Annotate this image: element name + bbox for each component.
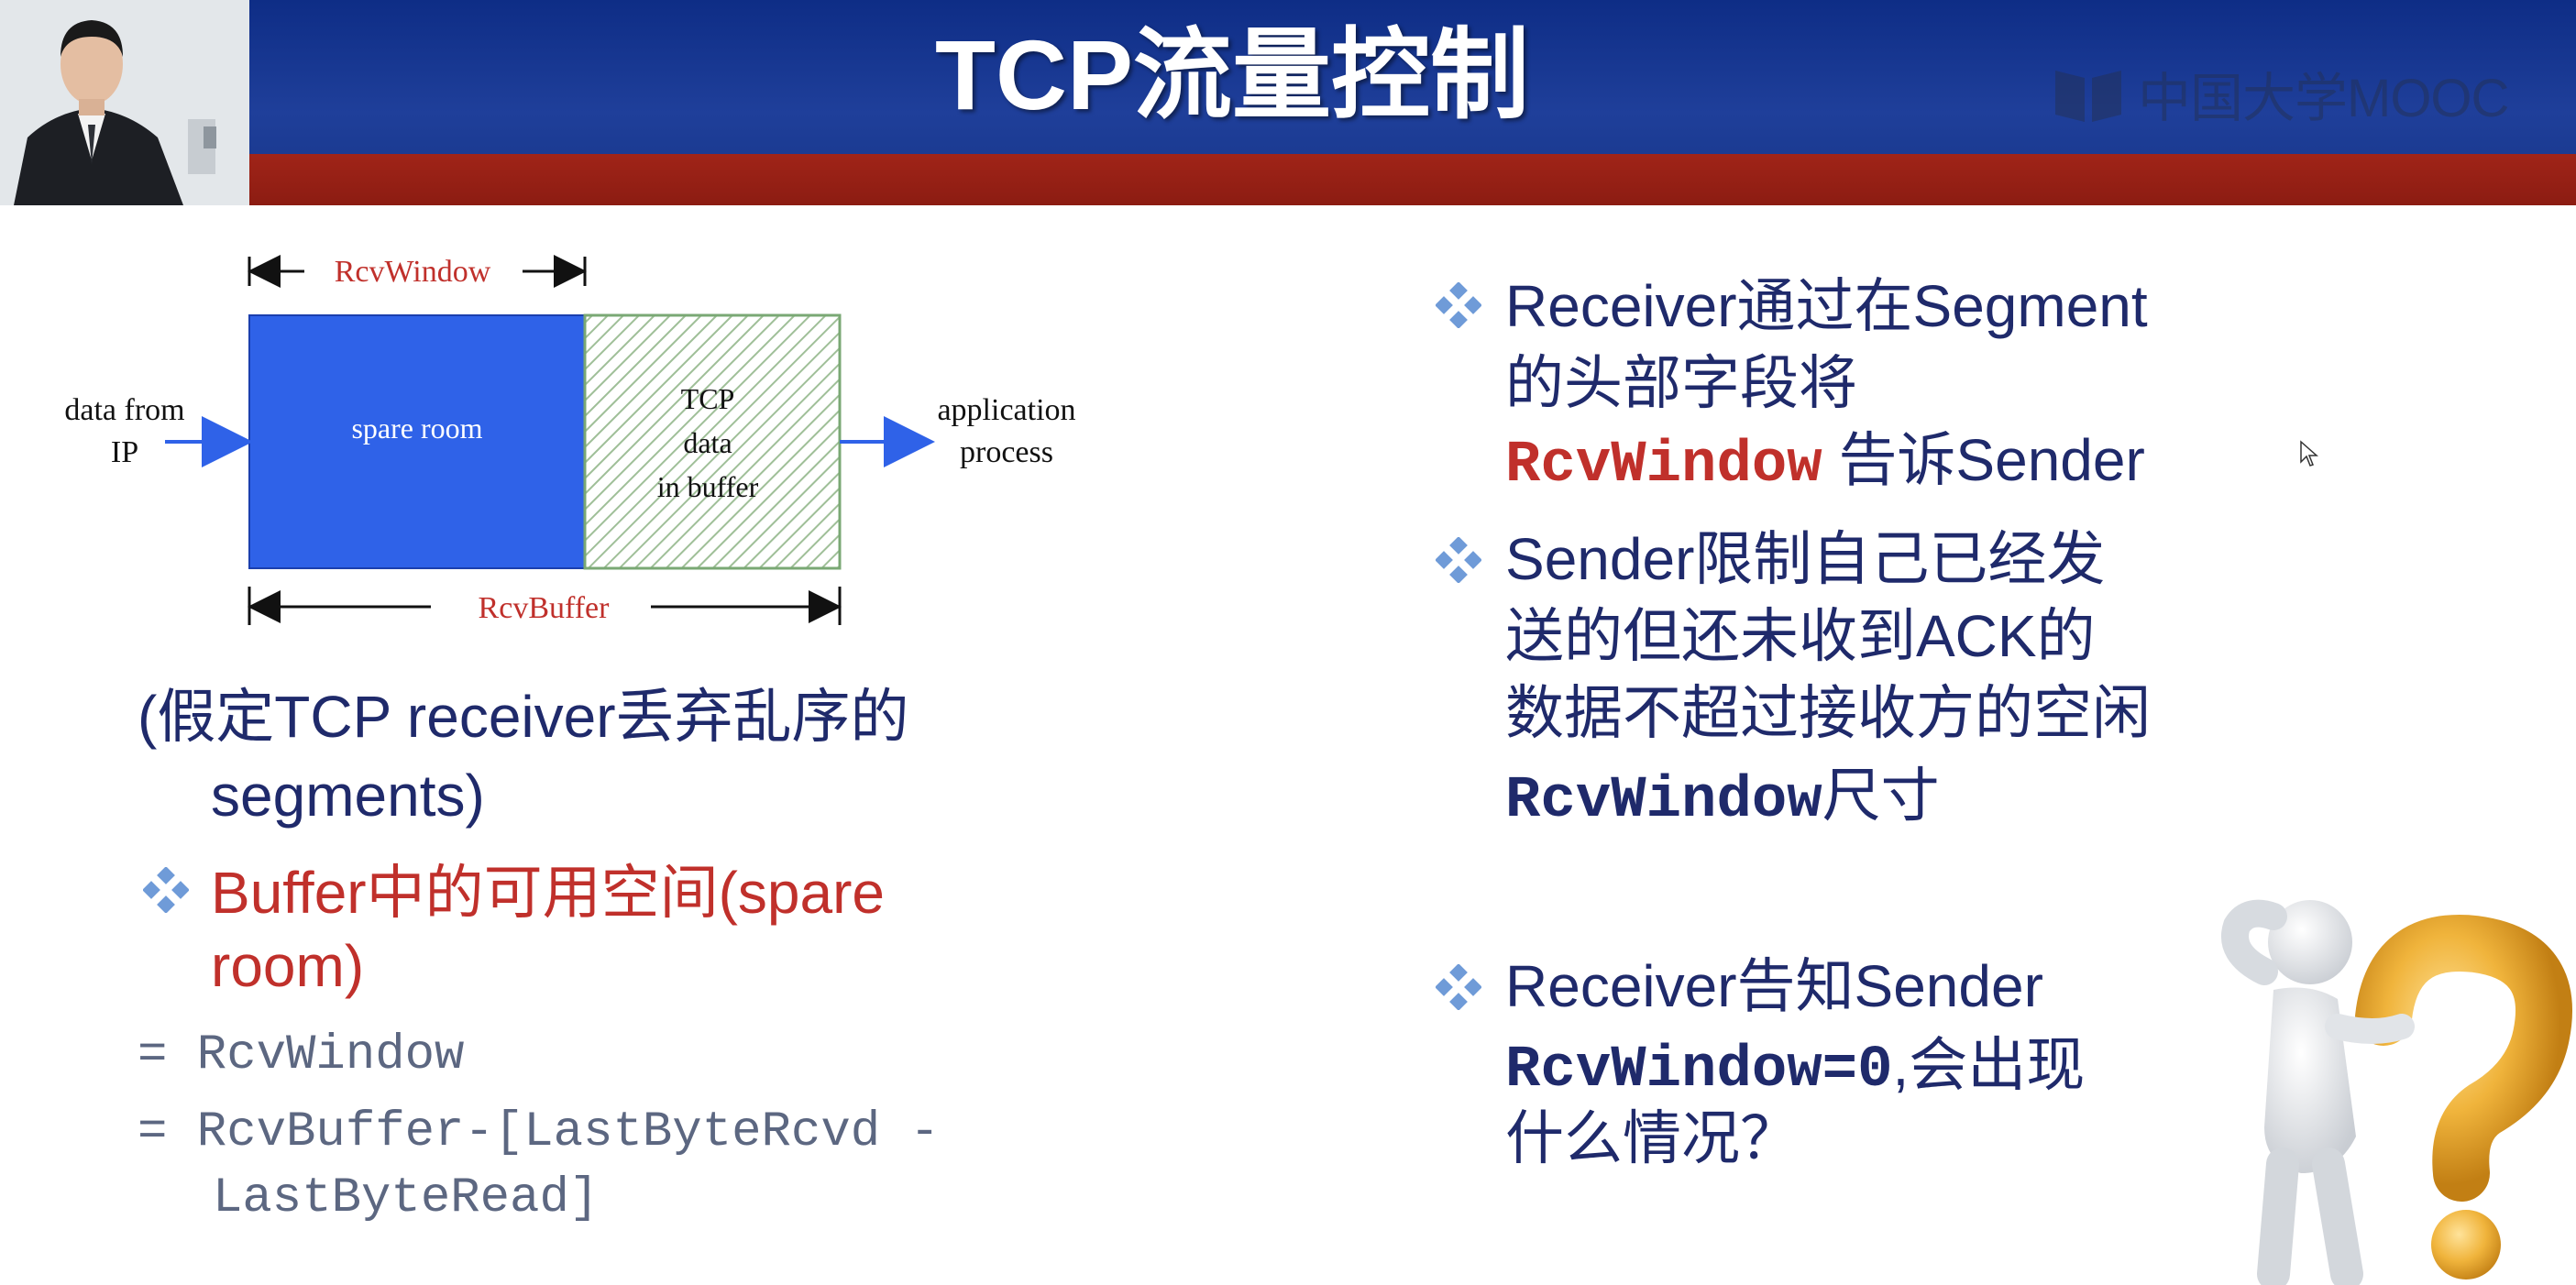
receive-buffer-diagram: RcvWindow spare room TCP data in buffer …	[64, 255, 1076, 625]
bullet1-code-rcvwindow: RcvWindow	[1505, 433, 1822, 499]
spare-room-label: spare room	[351, 412, 482, 445]
mouse-cursor-icon	[2300, 440, 2318, 467]
bullet3-line-3: 什么情况？	[1505, 1105, 1799, 1171]
diamond-bullet-icon	[1436, 537, 1481, 583]
bullet1-line-3: RcvWindow 告诉Sender	[1505, 422, 2145, 504]
application-label-2: process	[960, 435, 1053, 469]
spare-room-bullet-line-1: Buffer中的可用空间(spare	[211, 860, 885, 926]
diamond-bullet-icon	[143, 867, 189, 913]
tcp-data-label-3: in buffer	[657, 470, 759, 503]
spare-room-bullet-line-2: room)	[211, 933, 365, 999]
question-mark-figure-icon	[2221, 899, 2572, 1285]
equation-rcvbuffer-line-2: LastByteRead]	[213, 1170, 600, 1226]
bullet3-code-rcvwindow-zero: RcvWindow=0	[1505, 1038, 1893, 1104]
rcvwindow-label: RcvWindow	[335, 255, 491, 289]
mooc-logo: 中国大学MOOC	[2052, 57, 2509, 130]
bullet2-code-rcvwindow: RcvWindow	[1505, 768, 1822, 834]
bullet1-line-1: Receiver通过在Segment	[1505, 273, 2148, 339]
tcp-data-label-2: data	[683, 426, 732, 459]
bullet1-line-2: 的头部字段将	[1505, 350, 1857, 416]
rcvbuffer-label: RcvBuffer	[479, 591, 611, 625]
diamond-bullet-icon	[1436, 964, 1481, 1010]
data-from-label-1: data from	[64, 393, 184, 427]
bullet2-line-1: Sender限制自己已经发	[1505, 526, 2106, 592]
webcam-thumbnail	[0, 0, 249, 205]
assumption-line-1: (假定TCP receiver丢弃乱序的	[138, 684, 909, 750]
bullet2-line-4: RcvWindow尺寸	[1505, 757, 1940, 840]
bullet3-line-1: Receiver告知Sender	[1505, 953, 2043, 1019]
data-from-label-2: IP	[111, 435, 138, 469]
assumption-line-2: segments)	[211, 763, 485, 829]
bullet2-line-4-rest: 尺寸	[1822, 763, 1940, 829]
bullet3-line-2: RcvWindow=0,会出现	[1505, 1027, 2085, 1109]
mooc-book-icon	[2055, 71, 2121, 122]
bullet2-line-2: 送的但还未收到ACK的	[1505, 603, 2096, 669]
bullet3-line-2-rest: ,会出现	[1892, 1032, 2086, 1098]
diamond-bullet-icon	[1436, 282, 1481, 328]
application-label-1: application	[937, 393, 1075, 427]
equation-rcvbuffer-line-1: = RcvBuffer-[LastByteRcvd -	[138, 1104, 940, 1160]
bullet1-line-3-rest: 告诉Sender	[1822, 427, 2145, 493]
tcp-data-buffer-box	[583, 313, 842, 570]
bullet2-line-3: 数据不超过接收方的空闲	[1505, 680, 2151, 746]
slide-title: TCP流量控制	[935, 19, 1530, 130]
header-red-band	[249, 154, 2576, 205]
logo-text: 中国大学MOOC	[2138, 69, 2509, 128]
equation-rcvwindow: = RcvWindow	[138, 1027, 465, 1083]
spare-room-box	[248, 314, 586, 569]
tcp-data-label-1: TCP	[681, 382, 735, 415]
